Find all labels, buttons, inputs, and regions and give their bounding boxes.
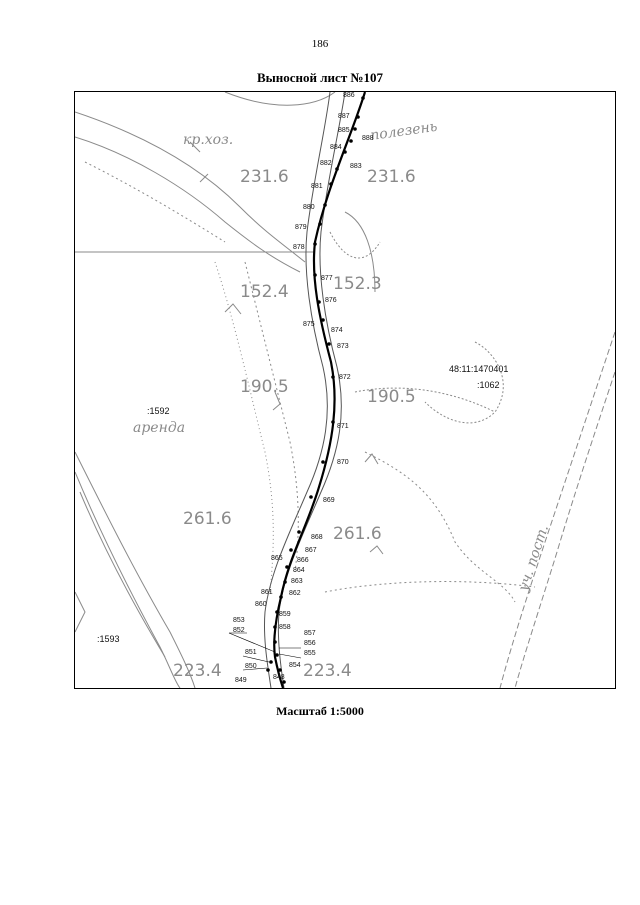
leader-lines: [228, 632, 302, 671]
hand-label: уч. пост.: [515, 523, 552, 594]
point-label: 851: [245, 649, 257, 656]
cadastral-quarter-label: 48:11:1470401: [449, 364, 508, 374]
point-label: 850: [245, 663, 257, 670]
area-label: 152.3: [333, 274, 382, 294]
point-label: 884: [330, 144, 342, 151]
point-labels: 886 887 885 888 884 882 883 881 880 879 …: [233, 92, 374, 684]
point-label: 881: [311, 183, 323, 190]
area-label: 261.6: [183, 509, 232, 529]
point-label: 857: [304, 630, 316, 637]
point-label: 862: [289, 590, 301, 597]
point-label: 886: [343, 92, 355, 99]
hand-label: полезень: [369, 119, 438, 144]
parcel-label: :1062: [477, 380, 500, 390]
point-label: 861: [261, 589, 273, 596]
hand-label: кр.хоз.: [183, 132, 233, 148]
point-label: 868: [311, 534, 323, 541]
area-label: 261.6: [333, 524, 382, 544]
area-label: 231.6: [240, 167, 289, 187]
page-number: 186: [311, 38, 329, 50]
point-label: 885: [338, 127, 350, 134]
point-label: 860: [255, 601, 267, 608]
point-label: 887: [338, 113, 350, 120]
parcel-label: :1593: [97, 634, 120, 644]
map-frame: 231.6 231.6 152.4 152.3 190.5 190.5 261.…: [74, 91, 616, 689]
point-label: 879: [295, 224, 307, 231]
sheet-title: Выносной лист №107: [256, 70, 384, 85]
point-label: 869: [323, 497, 335, 504]
area-label: 190.5: [240, 377, 289, 397]
area-label: 152.4: [240, 282, 289, 302]
point-label: 854: [289, 662, 301, 669]
point-label: 878: [293, 244, 305, 251]
area-label: 190.5: [367, 387, 416, 407]
point-label: 872: [339, 374, 351, 381]
map-linework: [75, 92, 615, 688]
point-label: 867: [305, 547, 317, 554]
point-label: 852: [233, 627, 245, 634]
point-label: 853: [233, 617, 245, 624]
scale-label: Масштаб 1:5000: [276, 704, 364, 718]
point-label: 864: [293, 567, 305, 574]
point-label: 882: [320, 160, 332, 167]
area-label: 223.4: [303, 661, 352, 681]
point-label: 859: [279, 611, 291, 618]
route-points: [266, 96, 365, 684]
point-label: 870: [337, 459, 349, 466]
point-label: 876: [325, 297, 337, 304]
point-label: 880: [303, 204, 315, 211]
point-label: 866: [297, 557, 309, 564]
point-label: 858: [279, 624, 291, 631]
point-label: 848: [273, 674, 285, 681]
point-label: 875: [303, 321, 315, 328]
hand-label: аренда: [133, 420, 185, 436]
point-label: 873: [337, 343, 349, 350]
point-label: 888: [362, 135, 374, 142]
point-label: 849: [235, 677, 247, 684]
point-label: 874: [331, 327, 343, 334]
point-label: 883: [350, 163, 362, 170]
point-label: 877: [321, 275, 333, 282]
point-label: 863: [291, 578, 303, 585]
cadastral-map: 231.6 231.6 152.4 152.3 190.5 190.5 261.…: [75, 92, 615, 688]
area-label: 223.4: [173, 661, 222, 681]
parcel-label: :1592: [147, 406, 170, 416]
area-label: 231.6: [367, 167, 416, 187]
point-label: 871: [337, 423, 349, 430]
point-label: 856: [304, 640, 316, 647]
point-label: 865: [271, 555, 283, 562]
point-label: 855: [304, 650, 316, 657]
